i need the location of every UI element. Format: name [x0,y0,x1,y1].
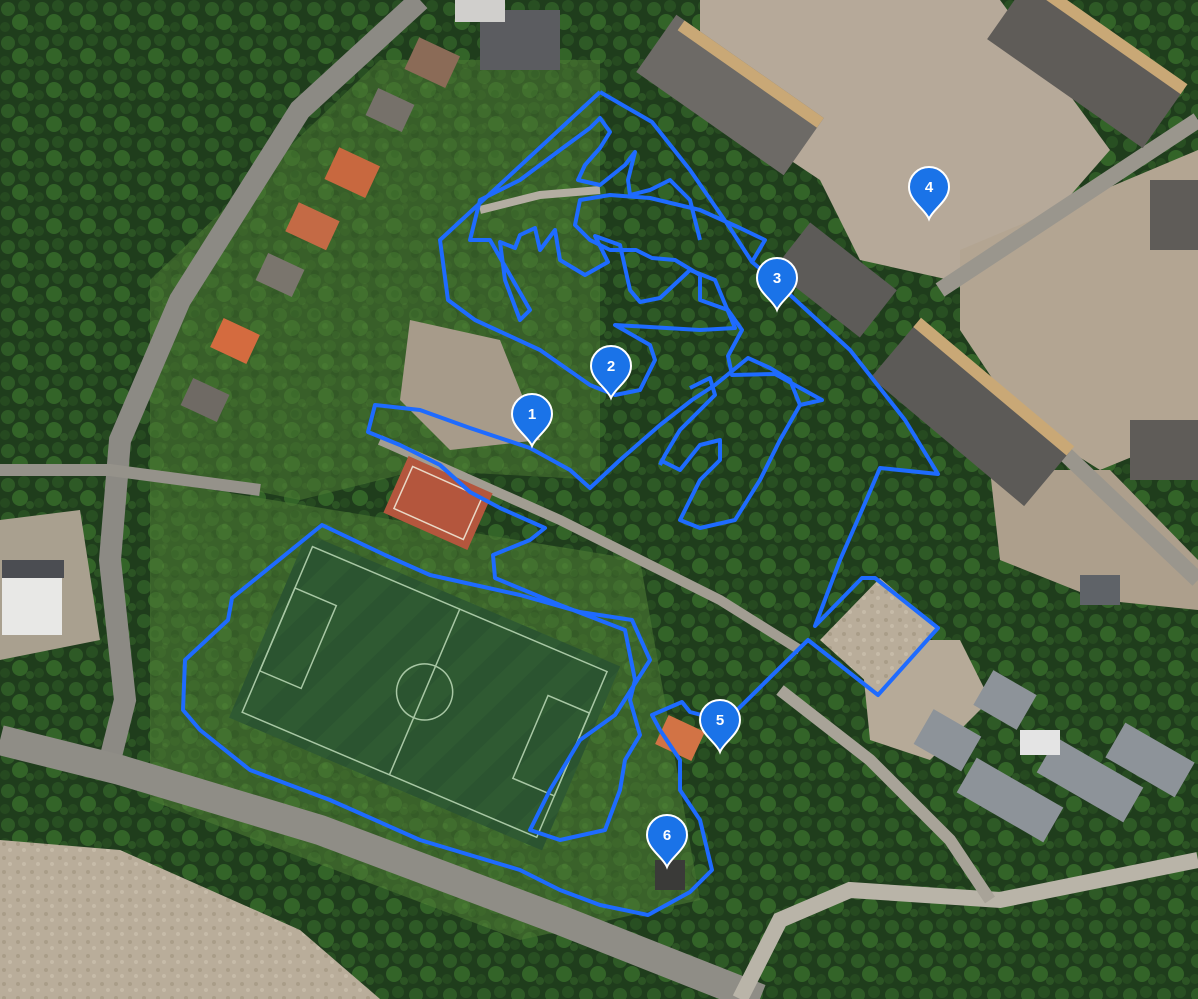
map-marker-1[interactable]: 1 [510,393,554,449]
map-pin-icon[interactable] [698,699,742,755]
map-markers[interactable]: 1 2 3 4 5 6 [510,166,951,870]
parking-lot-4 [700,0,1110,280]
path-south [732,852,1198,999]
path-park [377,435,803,655]
tennis-court-lines [392,465,484,541]
highway-south [0,725,766,999]
main-road-west [98,0,428,763]
map-marker-3[interactable]: 3 [755,257,799,313]
map-pin-icon[interactable] [907,166,951,222]
boundary-overlay [181,90,940,917]
map-pin-icon[interactable] [589,345,633,401]
houses-northwest [180,37,705,890]
boundary-inner-east [659,404,802,530]
tennis-court [383,455,493,551]
map-marker-5[interactable]: 5 [698,699,742,755]
map-marker-label: 2 [607,358,615,375]
map-marker-label: 1 [528,406,536,423]
commercial-building-roof [2,560,64,578]
map-marker-6[interactable]: 6 [645,814,689,870]
map-marker-label: 4 [925,179,934,196]
road-northeast [935,113,1198,297]
side-road-west [0,464,261,496]
path-north [479,186,601,214]
map-marker-label: 5 [716,712,724,729]
commercial-building [2,575,62,635]
parking-lot-southeast [990,470,1198,610]
map-marker-label: 3 [773,270,781,287]
map-pin-icon[interactable] [645,814,689,870]
quarry-area [0,840,380,999]
apartment-buildings [455,0,1198,507]
path-southeast [776,685,995,904]
map-marker-4[interactable]: 4 [907,166,951,222]
boundary-outer-north [438,90,737,397]
map-pin-icon[interactable] [510,393,554,449]
map-marker-label: 6 [663,827,671,844]
map-marker-2[interactable]: 2 [589,345,633,401]
boundary-inner-north [658,376,717,466]
row-houses [913,575,1195,843]
boundary-link [733,638,810,714]
map-pin-icon[interactable] [755,257,799,313]
